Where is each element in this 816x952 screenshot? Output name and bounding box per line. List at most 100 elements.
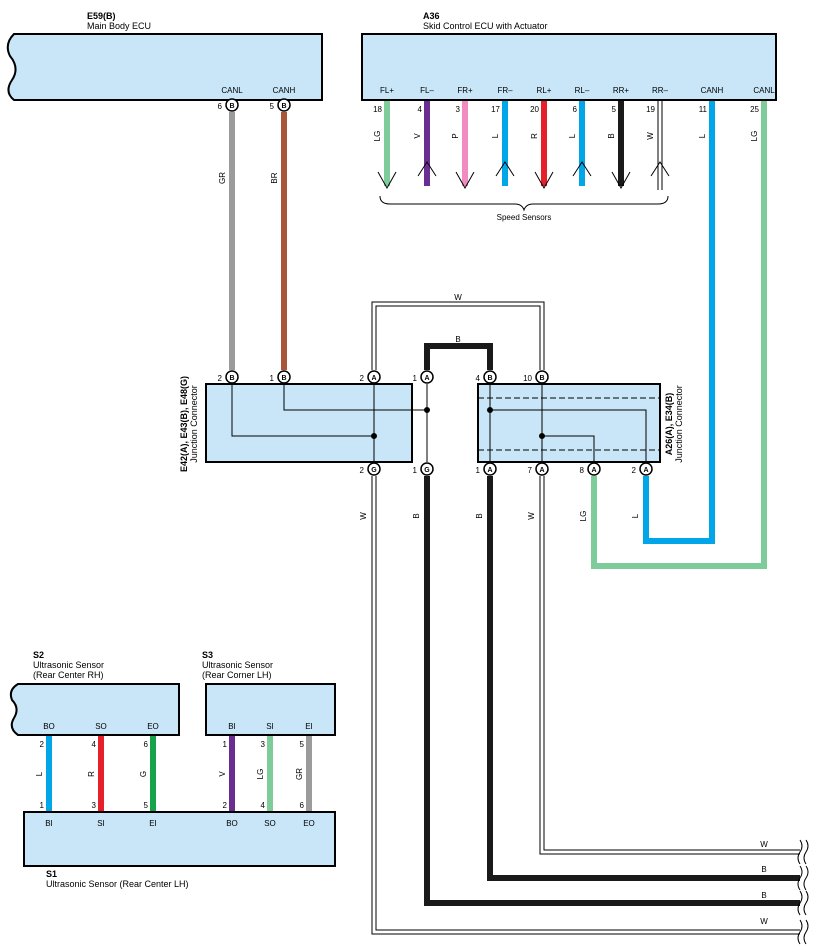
- svg-text:G: G: [424, 467, 430, 474]
- svg-text:6: 6: [144, 740, 149, 749]
- svg-text:2: 2: [360, 374, 365, 383]
- s3-name: Ultrasonic Sensor: [202, 660, 273, 670]
- svg-text:2: 2: [360, 466, 365, 475]
- s2-name: Ultrasonic Sensor: [33, 660, 104, 670]
- svg-text:B: B: [229, 375, 234, 382]
- s1-name: Ultrasonic Sensor (Rear Center LH): [46, 879, 189, 889]
- svg-text:4: 4: [92, 740, 97, 749]
- svg-text:FR+: FR+: [457, 86, 473, 95]
- s1-pin-labels: BI SI EI BO SO EO: [45, 819, 315, 828]
- svg-text:4: 4: [476, 374, 481, 383]
- svg-text:SI: SI: [266, 722, 274, 731]
- jc2-code: A26(A), E34(B): [664, 393, 674, 456]
- svg-text:1: 1: [476, 466, 481, 475]
- svg-text:L: L: [698, 133, 707, 138]
- wire-label-br: BR: [270, 172, 279, 183]
- svg-text:A: A: [539, 467, 544, 474]
- lower-wire-labels: W B B W LG L: [359, 511, 640, 522]
- wire-label-gr: GR: [218, 172, 227, 184]
- s3-box: [205, 683, 336, 736]
- svg-text:LG: LG: [373, 131, 382, 142]
- s2-sub: (Rear Center RH): [33, 670, 104, 680]
- svg-text:3: 3: [456, 105, 461, 114]
- a36-pin-nums: 18 4 3 17 20 6 5 19 11 25: [373, 105, 759, 114]
- svg-text:A: A: [591, 467, 596, 474]
- jc2-pin-nums: 4 10 1 7 8 2: [476, 374, 637, 475]
- svg-text:B: B: [229, 103, 234, 110]
- svg-text:25: 25: [750, 105, 759, 114]
- svg-text:B: B: [412, 513, 421, 518]
- jc1-code: E42(A), E43(B), E48(G): [179, 376, 189, 472]
- svg-text:W: W: [359, 512, 368, 520]
- svg-text:FL–: FL–: [420, 86, 434, 95]
- svg-text:4: 4: [418, 105, 423, 114]
- speed-sensor-arrows: [377, 161, 670, 190]
- svg-text:A: A: [487, 467, 492, 474]
- pin-circles: B B B B A A G G B B A A A A: [225, 98, 653, 476]
- svg-text:2: 2: [632, 466, 637, 475]
- e59-pin-label: CANL: [221, 86, 243, 95]
- svg-text:RL–: RL–: [575, 86, 590, 95]
- svg-text:6: 6: [573, 105, 578, 114]
- s3-code: S3: [202, 650, 213, 660]
- svg-text:19: 19: [646, 105, 655, 114]
- wire-lg-canl: [591, 100, 767, 569]
- e59-pin-num: 6: [218, 102, 223, 111]
- wire-label-b-top: B: [455, 335, 460, 344]
- s3-pin-labels: BI SI EI: [228, 722, 313, 731]
- e59-pin-label: CANH: [273, 86, 296, 95]
- svg-text:P: P: [451, 133, 460, 138]
- svg-text:EO: EO: [147, 722, 159, 731]
- svg-text:7: 7: [528, 466, 533, 475]
- a36-pin-labels: FL+ FL– FR+ FR– RL+ RL– RR+ RR– CANH CAN…: [380, 86, 775, 95]
- svg-text:B: B: [761, 865, 766, 874]
- svg-text:11: 11: [699, 105, 708, 114]
- svg-text:10: 10: [523, 374, 532, 383]
- svg-text:A: A: [643, 467, 648, 474]
- speed-sensors-label: Speed Sensors: [497, 213, 552, 222]
- s2-code: S2: [33, 650, 44, 660]
- s1-pin-nums: 1 3 5 2 4 6: [40, 801, 305, 810]
- svg-text:EO: EO: [303, 819, 315, 828]
- e59-pin-num: 5: [270, 102, 275, 111]
- svg-text:8: 8: [580, 466, 585, 475]
- s1-box: [23, 811, 336, 867]
- svg-text:5: 5: [612, 105, 617, 114]
- wire-w1: [371, 476, 800, 935]
- svg-text:3: 3: [261, 740, 266, 749]
- svg-text:L: L: [631, 513, 640, 518]
- svg-text:1: 1: [413, 466, 418, 475]
- svg-text:W: W: [760, 840, 768, 849]
- svg-text:1: 1: [40, 801, 45, 810]
- jc2-name: Junction Connector: [674, 385, 684, 463]
- svg-text:LG: LG: [750, 131, 759, 142]
- svg-text:BO: BO: [43, 722, 55, 731]
- svg-text:SO: SO: [264, 819, 276, 828]
- e59-code: E59(B): [87, 11, 116, 21]
- jc1-box: [205, 383, 413, 463]
- svg-text:3: 3: [92, 801, 97, 810]
- svg-text:2: 2: [40, 740, 45, 749]
- jc2-box: [477, 383, 661, 463]
- svg-text:FL+: FL+: [380, 86, 394, 95]
- s3-wire-labels: V LG GR: [218, 768, 304, 780]
- svg-text:W: W: [527, 512, 536, 520]
- svg-text:B: B: [487, 375, 492, 382]
- svg-text:LG: LG: [579, 511, 588, 522]
- svg-text:B: B: [281, 375, 286, 382]
- svg-text:L: L: [568, 133, 577, 138]
- svg-text:RR–: RR–: [652, 86, 669, 95]
- a36-wire-labels: LG V P L R L B W L LG: [373, 131, 759, 142]
- svg-text:EI: EI: [305, 722, 313, 731]
- svg-text:RL+: RL+: [537, 86, 552, 95]
- wire-l-canh: [643, 100, 715, 544]
- svg-text:2: 2: [223, 801, 228, 810]
- jc1-pin-nums: 2 1 2 1 2 1: [218, 374, 418, 475]
- wire-b2: [487, 476, 800, 881]
- svg-text:CANL: CANL: [753, 86, 775, 95]
- svg-text:1: 1: [223, 740, 228, 749]
- svg-text:BI: BI: [45, 819, 53, 828]
- jc1-name: Junction Connector: [189, 385, 199, 463]
- a36-name: Skid Control ECU with Actuator: [423, 21, 548, 31]
